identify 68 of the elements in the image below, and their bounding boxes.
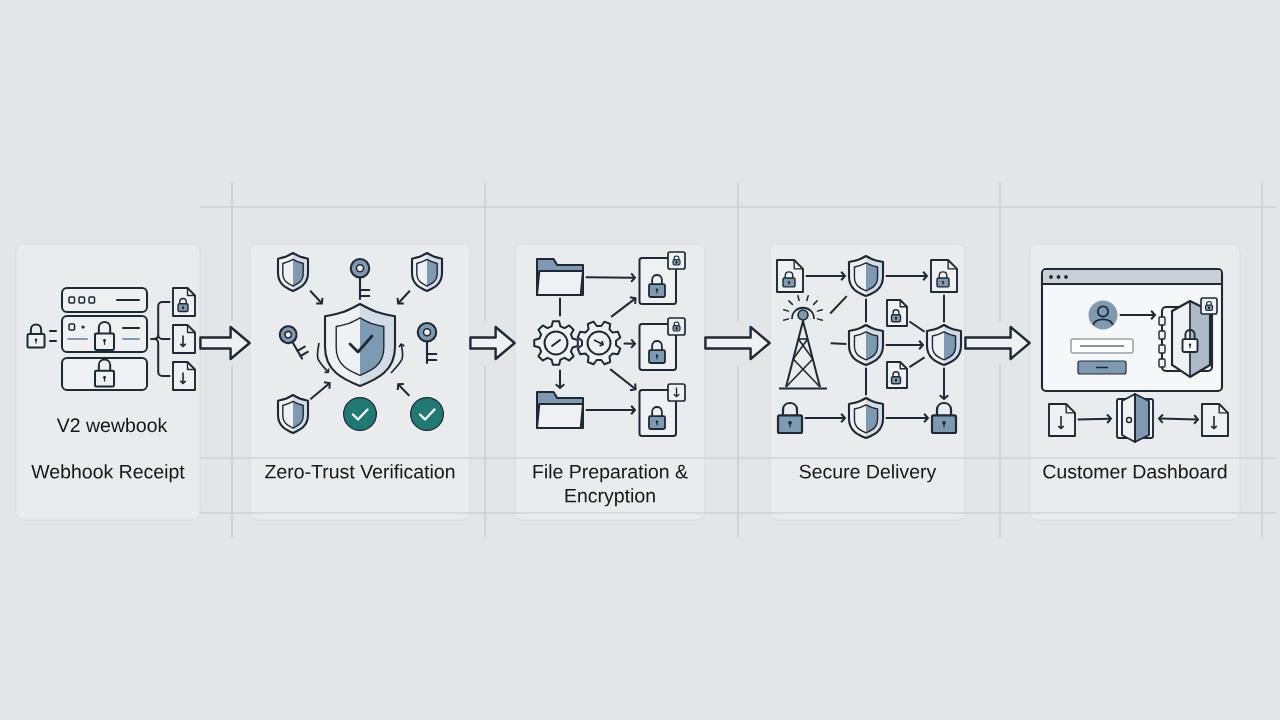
arrow bbox=[396, 383, 411, 397]
shield-icon bbox=[410, 251, 444, 293]
gears-icon bbox=[533, 320, 622, 366]
document-icon bbox=[172, 361, 196, 391]
document-icon bbox=[638, 317, 686, 371]
document-icon bbox=[172, 324, 196, 354]
document-icon bbox=[886, 361, 908, 389]
document-icon bbox=[638, 251, 686, 305]
check-icon bbox=[343, 397, 377, 431]
arrow bbox=[622, 338, 637, 349]
arrow bbox=[610, 296, 637, 318]
connector-line bbox=[943, 293, 945, 324]
shield-icon bbox=[323, 302, 397, 388]
door-icon bbox=[1116, 393, 1154, 443]
shield-icon bbox=[276, 393, 310, 435]
tower-icon bbox=[778, 294, 828, 390]
connector-line bbox=[559, 296, 561, 318]
block-arrow bbox=[704, 325, 771, 361]
arrow bbox=[1118, 309, 1157, 321]
document-icon bbox=[930, 259, 958, 293]
document-icon bbox=[776, 259, 804, 293]
arrow bbox=[804, 270, 847, 282]
connector-line bbox=[908, 320, 926, 333]
connector-line bbox=[829, 295, 848, 315]
arrow bbox=[309, 289, 324, 305]
block-arrow bbox=[469, 325, 516, 361]
key-icon bbox=[278, 325, 309, 360]
arrow bbox=[584, 404, 637, 416]
double-arrow bbox=[1157, 413, 1200, 425]
shield-icon bbox=[847, 396, 885, 440]
icon-caption: V2 wewbook bbox=[56, 417, 168, 433]
connector-line bbox=[149, 338, 172, 377]
connector-line bbox=[829, 342, 848, 346]
arrow bbox=[884, 339, 925, 351]
document-icon bbox=[638, 383, 686, 437]
document-icon bbox=[1201, 403, 1229, 437]
lock-icon bbox=[930, 401, 958, 435]
folder-icon bbox=[536, 258, 584, 296]
shield-icon bbox=[925, 323, 963, 367]
arrow bbox=[309, 381, 331, 401]
vault-icon bbox=[1158, 297, 1218, 379]
shield-icon bbox=[847, 323, 885, 367]
arrow bbox=[554, 368, 566, 390]
avatar-icon bbox=[1088, 300, 1118, 330]
check-icon bbox=[410, 397, 444, 431]
shield-icon bbox=[276, 251, 310, 293]
connector-line bbox=[908, 356, 926, 369]
document-icon bbox=[172, 287, 196, 317]
arrow bbox=[1076, 413, 1113, 424]
arrow bbox=[884, 270, 929, 282]
lock-icon bbox=[776, 401, 804, 435]
arrow bbox=[584, 272, 637, 283]
document-icon bbox=[1048, 403, 1076, 437]
shield-icon bbox=[847, 254, 885, 298]
connector-line bbox=[865, 297, 867, 324]
block-arrow bbox=[199, 325, 251, 361]
document-icon bbox=[886, 299, 908, 327]
arrow bbox=[396, 289, 411, 305]
arrow bbox=[884, 412, 930, 424]
arrow bbox=[803, 412, 847, 424]
folder-icon bbox=[536, 391, 584, 429]
key-icon bbox=[416, 321, 438, 365]
key-icon bbox=[349, 257, 371, 301]
server-icon bbox=[26, 287, 148, 391]
arrow bbox=[938, 366, 950, 401]
block-arrow bbox=[964, 325, 1031, 361]
connector-line bbox=[865, 366, 867, 397]
arrow bbox=[609, 368, 637, 392]
